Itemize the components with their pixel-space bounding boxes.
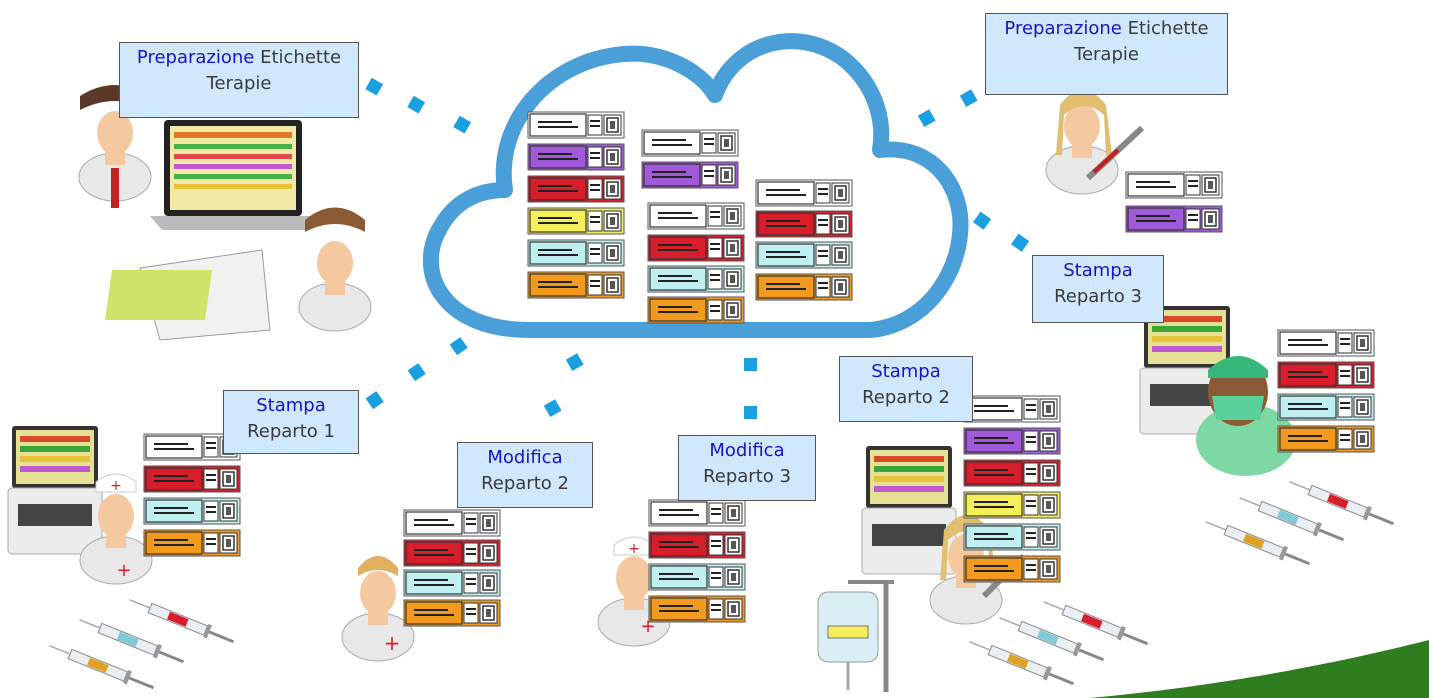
- stampa-r3-line1: Stampa: [1063, 260, 1133, 281]
- prep-right-line2: Terapie: [1074, 44, 1139, 65]
- prep-left-line2: Terapie: [206, 73, 272, 94]
- label-box-stampa-reparto-3: Stampa Reparto 3: [1032, 255, 1164, 323]
- syringes-left: [45, 591, 238, 696]
- svg-text:+: +: [110, 478, 122, 494]
- iv-drip-icon: [817, 580, 894, 692]
- modifica-r3-line1: Modifica: [709, 440, 785, 461]
- right-label-stack: [1125, 171, 1223, 233]
- stampa-r3-line2: Reparto 3: [1054, 286, 1142, 307]
- syringes-right: [1201, 473, 1398, 572]
- label-box-preparazione-left: Preparazione Etichette Terapie: [119, 42, 359, 118]
- modifica-r2-line2: Reparto 2: [481, 473, 569, 494]
- prep-right-word1: Preparazione: [1004, 18, 1122, 39]
- svg-text:+: +: [116, 560, 131, 581]
- label-stack-modifica-3: [648, 499, 746, 623]
- label-box-stampa-reparto-2: Stampa Reparto 2: [839, 356, 973, 422]
- connection-dots: [365, 77, 1030, 419]
- printer-reparto-3: [1139, 305, 1296, 476]
- nurse-syringe-illustration: [1045, 90, 1145, 195]
- svg-text:+: +: [384, 631, 401, 655]
- stampa-r2-line1: Stampa: [871, 361, 941, 382]
- green-swoosh: [1090, 640, 1429, 698]
- label-box-preparazione-right: Preparazione Etichette Terapie: [985, 13, 1228, 95]
- prep-right-word2: Etichette: [1127, 18, 1209, 39]
- stampa-r2-line2: Reparto 2: [862, 387, 950, 408]
- printer-reparto-1: + +: [7, 425, 153, 585]
- stampa-r1-line1: Stampa: [256, 395, 326, 416]
- doctor-modifica-2: +: [341, 556, 415, 662]
- modifica-r3-line2: Reparto 3: [703, 466, 791, 487]
- stampa-r1-line2: Reparto 1: [247, 421, 335, 442]
- label-stack-modifica-2: [403, 509, 501, 627]
- doctor-laptop-illustration: [78, 85, 372, 341]
- prep-left-word1: Preparazione: [136, 47, 255, 68]
- label-box-modifica-reparto-2: Modifica Reparto 2: [457, 442, 593, 508]
- label-box-stampa-reparto-1: Stampa Reparto 1: [223, 390, 359, 454]
- svg-text:+: +: [628, 541, 640, 557]
- label-stack-reparto-3: [1277, 329, 1375, 453]
- label-box-modifica-reparto-3: Modifica Reparto 3: [678, 435, 816, 501]
- prep-left-word2: Etichette: [260, 47, 342, 68]
- modifica-r2-line1: Modifica: [487, 447, 563, 468]
